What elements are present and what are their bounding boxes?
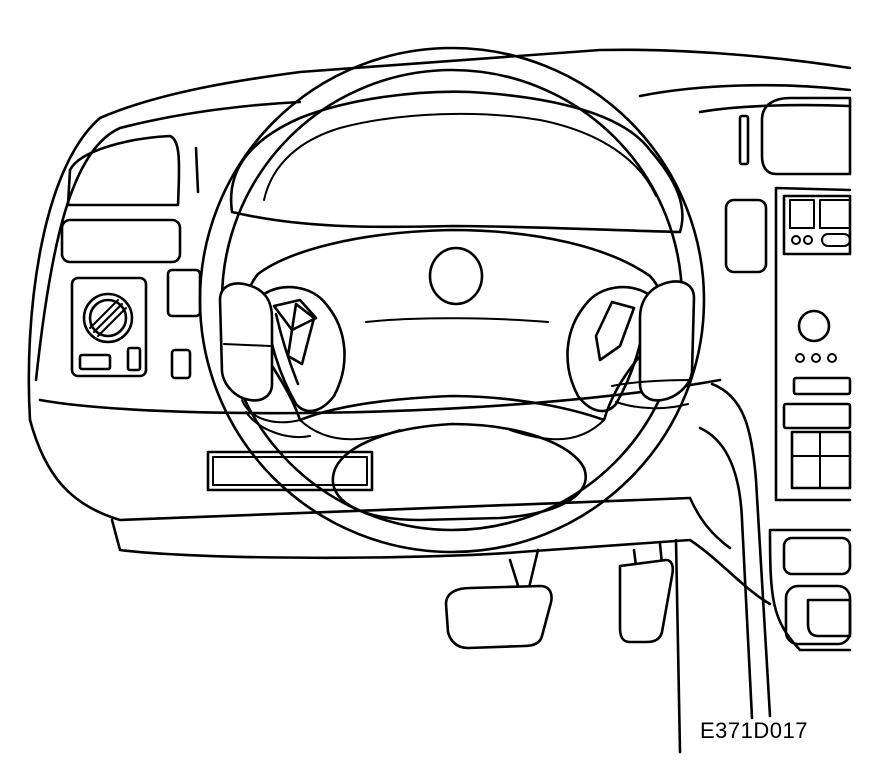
dashboard-shell	[27, 48, 852, 606]
label-plate	[206, 450, 374, 492]
left-stalk-switch	[218, 282, 274, 402]
right-stalk-switch	[638, 280, 696, 402]
steering-wheel-rim	[198, 46, 706, 554]
steering-wheel-hub	[245, 228, 665, 422]
accelerator-pedal-pad	[444, 584, 553, 650]
hazard-switch	[170, 348, 192, 380]
wiring-line-a	[698, 426, 754, 720]
indicator-light-left	[78, 353, 112, 371]
left-spoke-switch	[272, 298, 318, 386]
brake-pedal-pad	[618, 558, 675, 644]
console-switch	[724, 198, 768, 274]
left-vent	[66, 134, 181, 207]
left-spoke-recess	[262, 285, 346, 413]
steering-wheel	[198, 46, 706, 554]
right-spoke-switch	[594, 300, 636, 362]
pedal-assembly	[444, 382, 772, 754]
climate-knob-icon	[797, 309, 831, 343]
figure-code: E371D017	[700, 718, 808, 743]
steering-wheel-rim-inner	[220, 68, 684, 532]
indicator-light-right	[126, 346, 142, 372]
right-spoke-recess	[566, 285, 650, 413]
center-console	[724, 96, 852, 652]
steering-wheel-upper-opening	[229, 90, 684, 234]
console-lower-frame	[768, 528, 852, 652]
horn-emblem-icon	[428, 246, 484, 306]
left-instrument-panel	[60, 134, 374, 492]
light-switch-bezel	[70, 276, 148, 378]
left-switch-panel	[60, 218, 182, 264]
dimmer-switch	[166, 268, 202, 318]
right-vent	[760, 96, 852, 176]
steering-column-line	[674, 538, 682, 754]
console-lower-switch	[782, 536, 852, 576]
light-switch-knob-icon	[82, 292, 134, 344]
wiring-line-b	[710, 382, 772, 718]
